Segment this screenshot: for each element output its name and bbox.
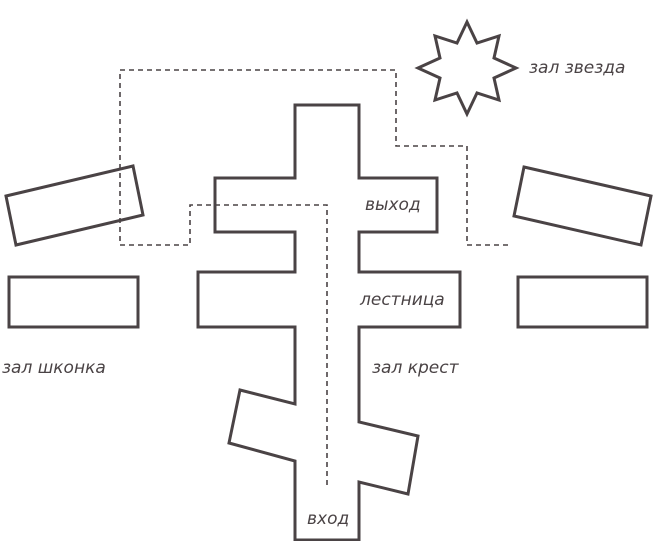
star-hall-label: зал звезда	[529, 58, 625, 78]
stairs-label: лестница	[359, 290, 445, 310]
left-tilted-bed	[4, 164, 145, 247]
route-path	[119, 69, 512, 485]
left-bed	[7, 275, 140, 329]
right-tilted-bed	[512, 165, 653, 247]
cross-hall-label: зал крест	[372, 358, 460, 378]
shkonka-hall-label: зал шконка	[2, 358, 106, 378]
exit-label: выход	[365, 195, 421, 215]
cross-hall-shape	[196, 103, 462, 541]
entrance-label: вход	[307, 509, 349, 529]
right-bed	[516, 275, 649, 329]
star-hall-shape	[414, 18, 520, 118]
